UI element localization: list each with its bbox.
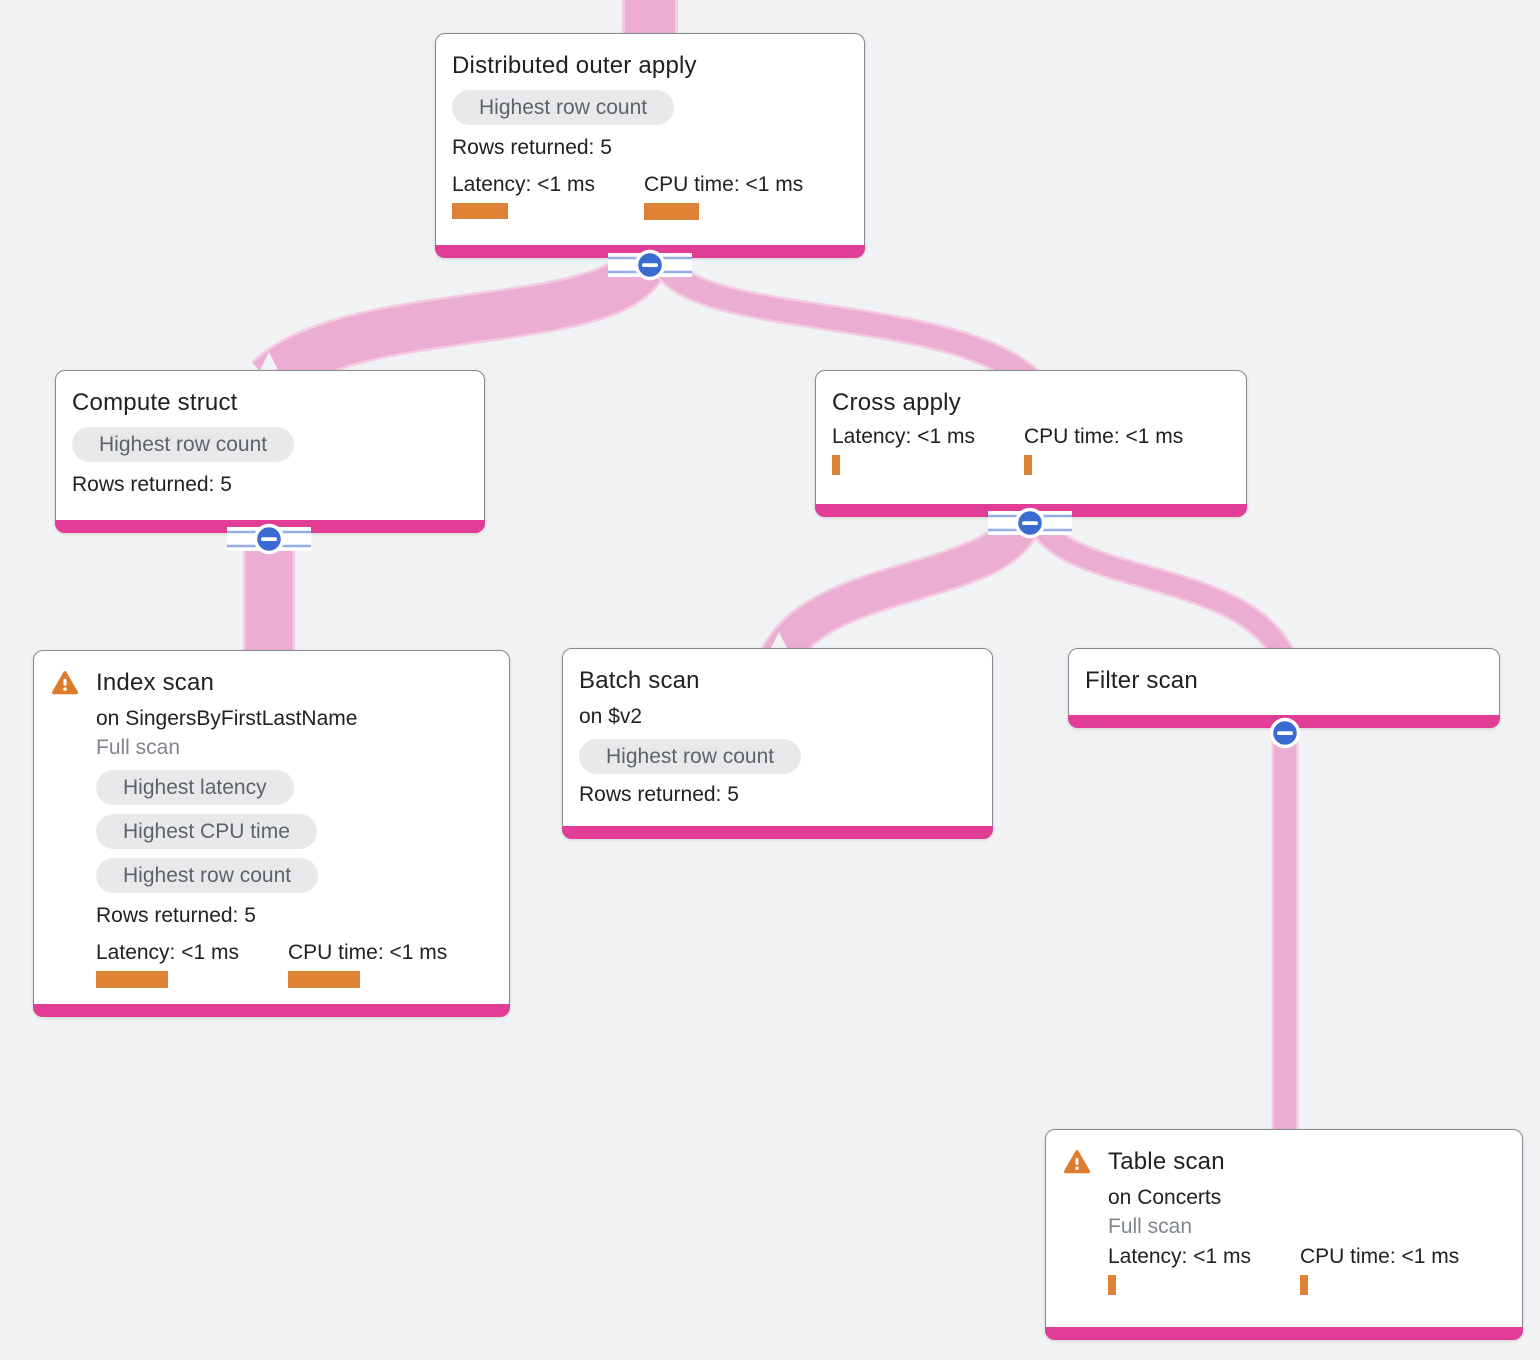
cpu-time-bar [1024, 455, 1032, 475]
node-title: Table scan [1108, 1148, 1225, 1175]
badge-highest-cpu-time: Highest CPU time [96, 814, 317, 849]
cpu-time-metric: CPU time: <1 ms [1300, 1244, 1492, 1295]
badge-highest-row-count: Highest row count [579, 739, 802, 774]
collapse-button[interactable] [220, 521, 318, 557]
cpu-time-bar [288, 971, 360, 988]
minus-circle-icon [988, 507, 1072, 539]
node-title: Filter scan [1085, 667, 1198, 694]
node-title: Index scan [96, 669, 215, 696]
node-batch-scan[interactable]: Batch scan on $v2 Highest row count Rows… [562, 648, 993, 839]
node-compute-struct[interactable]: Compute struct Highest row count Rows re… [55, 370, 485, 533]
scan-target-label: on Concerts [1108, 1186, 1222, 1209]
badge-highest-row-count: Highest row count [72, 427, 295, 462]
latency-bar [1108, 1275, 1116, 1295]
scan-type-label: Full scan [1108, 1215, 1193, 1238]
scan-target-label: on $v2 [579, 705, 643, 728]
node-title: Cross apply [832, 389, 961, 416]
badge-highest-latency: Highest latency [96, 770, 294, 805]
collapse-button[interactable] [601, 247, 699, 283]
latency-bar [452, 203, 508, 219]
latency-bar [96, 971, 168, 988]
warning-icon [1064, 1150, 1090, 1174]
node-title: Compute struct [72, 389, 238, 416]
rows-returned-label: Rows returned: 5 [452, 136, 612, 159]
collapse-button[interactable] [1267, 715, 1303, 751]
node-cross-apply[interactable]: Cross apply Latency: <1 ms CPU time: <1 … [815, 370, 1247, 517]
warning-icon [52, 671, 78, 695]
latency-metric: Latency: <1 ms [452, 172, 644, 220]
node-table-scan[interactable]: Table scan on Concerts Full scan Latency… [1045, 1129, 1523, 1340]
rows-returned-label: Rows returned: 5 [96, 904, 256, 927]
minus-circle-icon [1269, 717, 1301, 749]
node-title: Batch scan [579, 667, 700, 694]
scan-type-label: Full scan [96, 736, 181, 759]
badge-highest-row-count: Highest row count [452, 90, 675, 125]
minus-circle-icon [608, 249, 692, 281]
node-index-scan[interactable]: Index scan on SingersByFirstLastName Ful… [33, 650, 510, 1017]
cpu-time-metric: CPU time: <1 ms [1024, 424, 1216, 475]
node-distributed-outer-apply[interactable]: Distributed outer apply Highest row coun… [435, 33, 865, 258]
cpu-time-bar [1300, 1275, 1308, 1295]
rows-returned-label: Rows returned: 5 [579, 783, 739, 806]
node-filter-scan[interactable]: Filter scan [1068, 648, 1500, 728]
node-accent-bar [1045, 1327, 1523, 1340]
collapse-button[interactable] [981, 505, 1079, 541]
cpu-time-bar [644, 203, 699, 220]
cpu-time-metric: CPU time: <1 ms [644, 172, 836, 220]
latency-metric: Latency: <1 ms [96, 940, 288, 988]
minus-circle-icon [227, 523, 311, 555]
cpu-time-metric: CPU time: <1 ms [288, 940, 480, 988]
node-accent-bar [33, 1004, 510, 1017]
latency-bar [832, 455, 840, 475]
scan-target-label: on SingersByFirstLastName [96, 707, 358, 730]
latency-metric: Latency: <1 ms [1108, 1244, 1300, 1295]
rows-returned-label: Rows returned: 5 [72, 473, 232, 496]
node-accent-bar [562, 826, 993, 839]
badge-highest-row-count: Highest row count [96, 858, 319, 893]
node-title: Distributed outer apply [452, 52, 697, 79]
latency-metric: Latency: <1 ms [832, 424, 1024, 475]
